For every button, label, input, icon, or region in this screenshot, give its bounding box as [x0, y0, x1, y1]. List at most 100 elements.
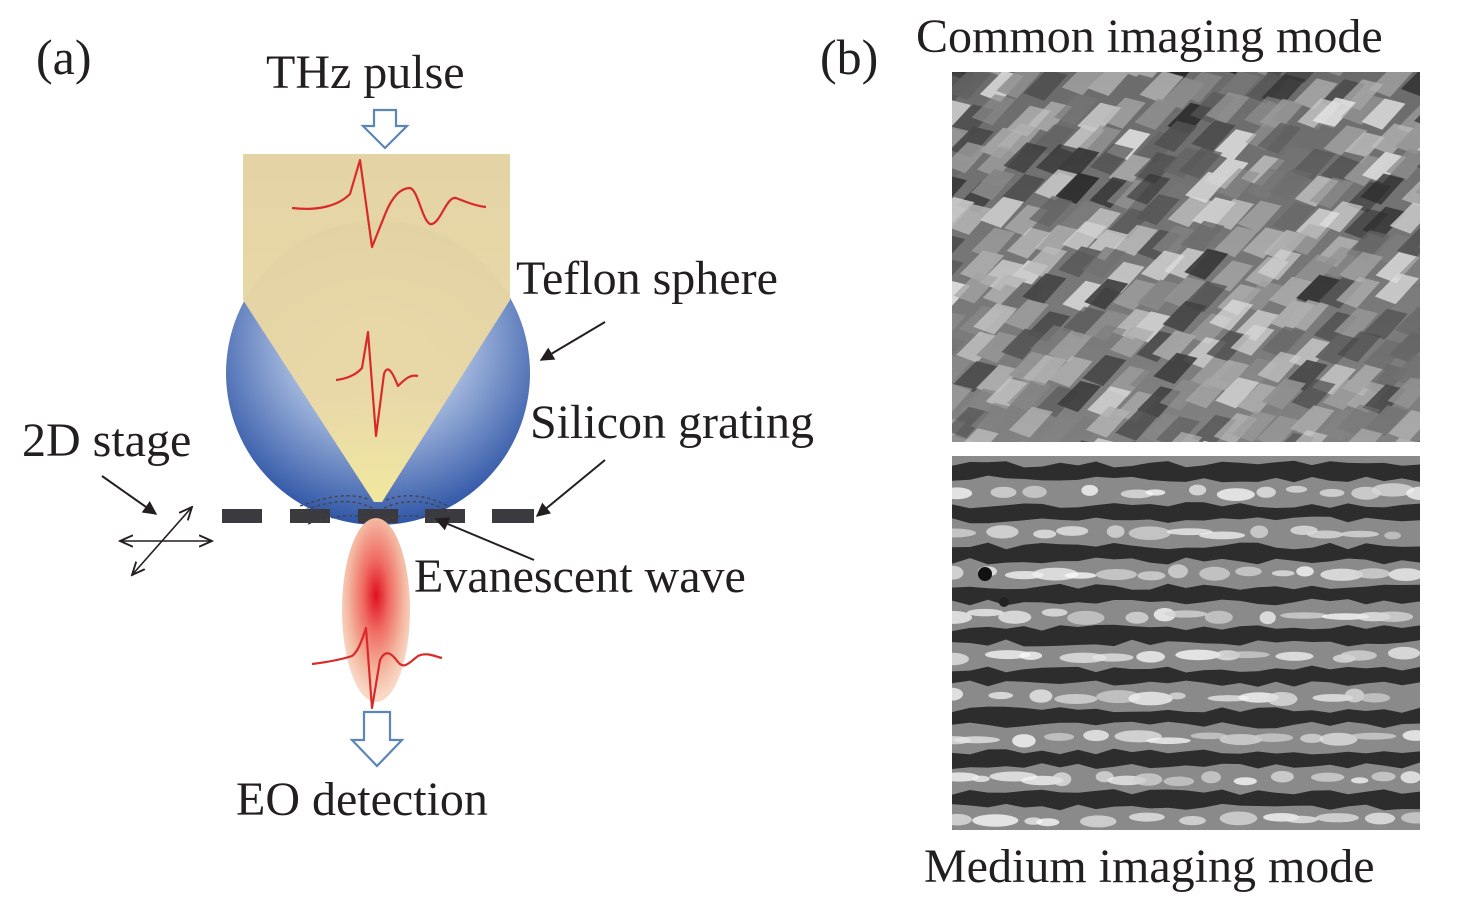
grating-highlight: [1056, 526, 1089, 536]
grating-highlight: [1371, 483, 1415, 497]
grating-highlight: [1091, 653, 1134, 662]
grating-highlight: [1204, 610, 1233, 624]
grating-highlight: [1400, 771, 1420, 784]
grating-highlight: [1371, 771, 1396, 782]
grating-highlight: [972, 814, 1019, 827]
grating-pointer-arrow: [535, 459, 606, 517]
grating-highlight: [1032, 567, 1079, 581]
grating-highlight: [1312, 694, 1354, 702]
grating-highlight: [952, 652, 969, 666]
grating-highlight: [1064, 572, 1097, 579]
grating-highlight: [1054, 694, 1098, 704]
grating-highlight: [1340, 530, 1379, 538]
grating-highlight: [1120, 489, 1154, 499]
grating-highlight: [952, 610, 973, 624]
grating-highlight: [1133, 773, 1163, 786]
grating-highlight: [1350, 732, 1397, 740]
grating-dark-band: [952, 542, 1420, 565]
grating-highlight: [952, 687, 964, 701]
panel-b: (b) Common imaging mode Medium imaging m…: [820, 10, 1471, 906]
grating-highlight: [1012, 734, 1036, 748]
grating-highlight: [1175, 649, 1221, 661]
grating-highlight: [1402, 730, 1420, 741]
grating-highlight: [1285, 485, 1308, 493]
stage-pointer-arrow: [101, 475, 158, 515]
grating-highlight: [1372, 611, 1414, 622]
grating-highlight: [979, 898, 1025, 906]
grating-highlight: [1019, 651, 1043, 660]
grating-dark-band: [952, 829, 953, 830]
grating-highlight: [1199, 531, 1246, 540]
grating-highlight: [1233, 777, 1257, 786]
grating-highlight: [1157, 896, 1185, 906]
eo-detection-label: EO detection: [236, 773, 488, 826]
stage-motion-arrows-icon: [120, 507, 212, 575]
grating-highlight: [1128, 526, 1171, 540]
grating-highlight: [1059, 652, 1107, 663]
grating-highlight: [953, 736, 1000, 744]
grating-highlight: [1067, 610, 1105, 625]
grating-highlight: [1280, 612, 1328, 619]
common-mode-image: [952, 45, 1471, 442]
grating-highlight: [1128, 691, 1173, 706]
medium-mode-label: Medium imaging mode: [924, 840, 1375, 893]
grating-highlight: [1207, 695, 1250, 702]
grating-highlight: [1387, 646, 1420, 660]
grating-highlight: [1029, 689, 1053, 703]
noise-tile: [1424, 288, 1468, 319]
grating-highlight: [1190, 732, 1228, 740]
thz-input-arrow-icon: [360, 108, 410, 150]
grating-highlight: [1315, 813, 1359, 823]
grating-highlight: [1163, 776, 1195, 787]
noise-tile: [1406, 72, 1408, 73]
grating-highlight: [1153, 608, 1176, 622]
grating-highlight: [1219, 811, 1258, 826]
grating-highlight: [1201, 771, 1221, 784]
noise-tile: [1423, 330, 1467, 361]
grating-highlight: [1311, 772, 1345, 782]
noise-tile: [1422, 256, 1466, 287]
grating-dark-band: [952, 789, 1420, 811]
grating-highlight: [1384, 531, 1401, 540]
grating-highlight: [1136, 651, 1165, 663]
grating-highlight: [952, 813, 972, 826]
grating-highlight: [1044, 732, 1075, 741]
grating-highlight: [1189, 484, 1207, 496]
grating-highlight: [1266, 692, 1298, 706]
grating-highlight: [952, 528, 977, 538]
grating-highlight: [1057, 900, 1077, 906]
incident-waveform: [291, 158, 487, 249]
stage-label: 2D stage: [22, 414, 191, 467]
grating-highlight: [990, 486, 1017, 498]
grating-highlight: [1300, 733, 1324, 744]
noise-tile: [1418, 327, 1420, 331]
grating-highlight: [935, 896, 982, 906]
noise-tile: [1424, 377, 1468, 408]
grating-highlight: [1146, 737, 1191, 744]
grating-highlight: [1166, 528, 1213, 536]
noise-tile: [1413, 45, 1457, 76]
noise-tile: [1427, 77, 1471, 108]
grating-highlight: [1388, 568, 1420, 581]
grating-highlight: [1359, 693, 1391, 703]
grating-highlight: [1400, 855, 1428, 866]
grating-highlight: [988, 691, 1013, 700]
grating-highlight: [1219, 734, 1263, 745]
grating-highlight: [952, 565, 964, 580]
medium-mode-image: [935, 456, 1428, 906]
noise-tile: [1415, 187, 1420, 195]
grating-highlight: [984, 650, 1031, 660]
grating-highlight: [1279, 901, 1309, 906]
grating-highlight: [1319, 732, 1358, 746]
grating-highlight: [1033, 529, 1057, 539]
grating-highlight: [972, 775, 990, 782]
grating-highlight: [1355, 568, 1391, 579]
noise-tile: [1414, 115, 1420, 124]
grating-highlight: [1275, 651, 1314, 661]
grating-dark-band: [952, 706, 1420, 729]
focused-waveform: [335, 330, 419, 438]
grating-highlight: [1052, 772, 1072, 787]
grating-highlight: [1021, 895, 1060, 906]
grating-highlight: [1351, 777, 1369, 784]
